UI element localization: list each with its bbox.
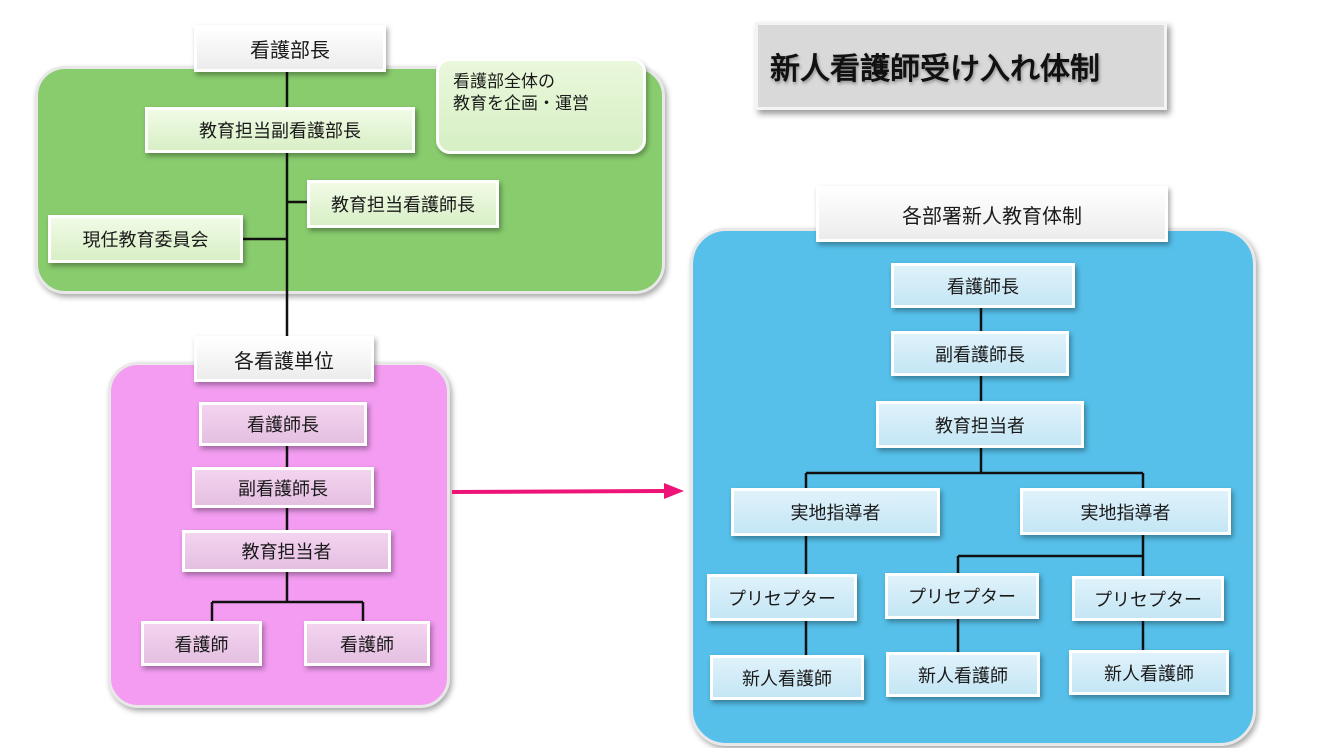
department-role-note: 看護部全体の 教育を企画・運営 bbox=[436, 58, 646, 154]
dept-education-staff-box: 教育担当者 bbox=[876, 401, 1084, 448]
note-line-1: 看護部全体の bbox=[453, 72, 555, 92]
unit-nurse-box: 看護師 bbox=[304, 621, 430, 666]
department-system-header: 各部署新人教育体制 bbox=[816, 186, 1168, 242]
new-nurse-box: 新人看護師 bbox=[1069, 650, 1229, 695]
nursing-unit-header: 各看護単位 bbox=[194, 336, 374, 382]
practical-instructor-box: 実地指導者 bbox=[731, 488, 940, 536]
note-line-2: 教育を企画・運営 bbox=[453, 94, 589, 114]
practical-instructor-box: 実地指導者 bbox=[1020, 488, 1231, 535]
education-committee-box: 現任教育委員会 bbox=[48, 215, 243, 263]
unit-education-staff-box: 教育担当者 bbox=[182, 530, 391, 572]
unit-deputy-head-nurse-box: 副看護師長 bbox=[192, 467, 374, 508]
preceptor-box: プリセプター bbox=[885, 573, 1039, 619]
dept-head-nurse-box: 看護師長 bbox=[891, 263, 1075, 308]
dept-deputy-head-nurse-box: 副看護師長 bbox=[891, 331, 1069, 376]
unit-head-nurse-box: 看護師長 bbox=[199, 402, 367, 446]
nursing-director-box: 看護部長 bbox=[194, 25, 386, 72]
preceptor-box: プリセプター bbox=[1072, 576, 1224, 621]
education-head-nurse-box: 教育担当看護師長 bbox=[307, 180, 499, 228]
unit-nurse-box: 看護師 bbox=[141, 621, 262, 666]
preceptor-box: プリセプター bbox=[707, 574, 857, 621]
deputy-director-education-box: 教育担当副看護部長 bbox=[145, 107, 415, 153]
page-title: 新人看護師受け入れ体制 bbox=[755, 22, 1167, 110]
new-nurse-box: 新人看護師 bbox=[886, 652, 1040, 697]
new-nurse-box: 新人看護師 bbox=[710, 655, 864, 700]
